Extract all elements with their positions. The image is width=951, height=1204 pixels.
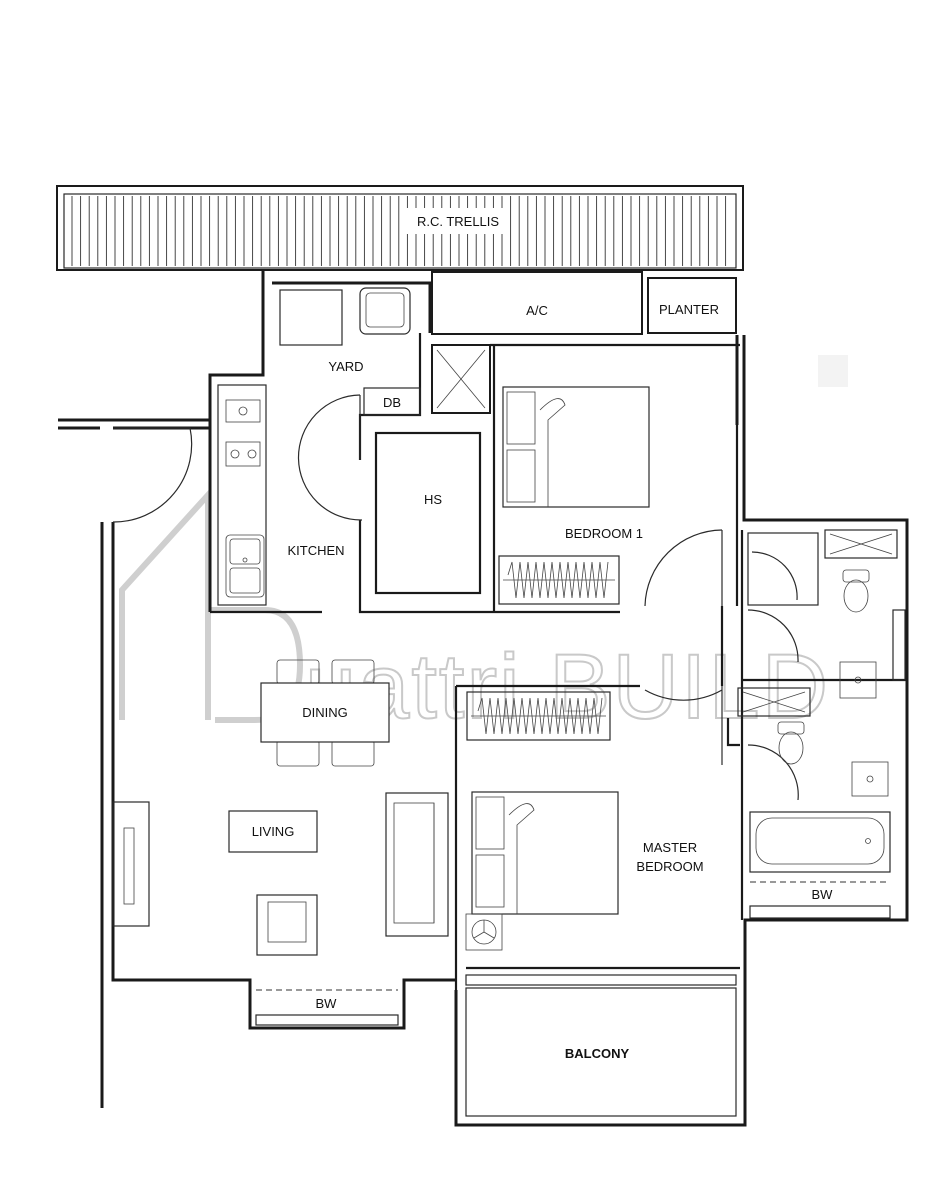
trellis: R.C. TRELLIS	[56, 185, 744, 271]
toilet-icon	[777, 721, 805, 765]
armchair-icon	[256, 894, 318, 956]
living-bw-label: BW	[316, 996, 338, 1011]
master-bedroom: MASTER BEDROOM	[465, 691, 704, 951]
bathtub-icon	[749, 811, 891, 873]
basin-icon	[851, 761, 889, 797]
sink-icon	[225, 534, 265, 598]
ac-label: A/C	[526, 303, 548, 318]
living: LIVING	[112, 792, 449, 956]
hs-label: HS	[424, 492, 442, 507]
shower-icon	[737, 687, 811, 717]
planter-label: PLANTER	[659, 302, 719, 317]
exterior-walls	[58, 270, 909, 1127]
master-label-2: BEDROOM	[636, 859, 703, 874]
kitchen: KITCHEN	[217, 384, 345, 606]
trellis-slats	[71, 196, 727, 266]
master-bathroom: BW	[737, 687, 891, 919]
dining: DINING	[260, 659, 390, 767]
bedroom-1: BEDROOM 1	[498, 386, 650, 605]
yard-label: YARD	[328, 359, 363, 374]
household-shelter: HS	[374, 431, 482, 595]
db: DB	[363, 387, 421, 416]
shaft	[431, 344, 491, 414]
balcony: BALCONY	[465, 974, 737, 1117]
wardrobe-icon	[466, 691, 611, 741]
toilet-icon	[842, 569, 870, 613]
master-door	[644, 689, 723, 701]
dining-label: DINING	[302, 705, 348, 720]
bed-icon	[502, 386, 650, 508]
planter: PLANTER	[647, 277, 737, 334]
ac-ledge: A/C	[431, 271, 643, 335]
trellis-label: R.C. TRELLIS	[417, 214, 499, 229]
common-bath-door	[747, 609, 799, 663]
fan-icon	[465, 913, 503, 951]
common-bathroom	[747, 529, 906, 699]
yard-door	[297, 394, 363, 521]
bath-bw-label: BW	[812, 887, 834, 902]
hob-icon	[225, 399, 261, 467]
bedroom-1-label: BEDROOM 1	[565, 526, 643, 541]
bedroom-1-door	[644, 529, 723, 607]
master-label-1: MASTER	[643, 840, 697, 855]
shower-icon	[824, 529, 898, 559]
entrance-door	[112, 427, 193, 523]
sofa-icon	[385, 792, 449, 937]
bed-icon	[471, 791, 619, 915]
bath-cabinet-door	[751, 551, 798, 601]
tv-console	[112, 801, 150, 927]
db-label: DB	[383, 395, 401, 410]
washing-machine-icon	[359, 287, 411, 335]
wardrobe-icon	[498, 555, 620, 605]
doors	[112, 394, 799, 801]
kitchen-label: KITCHEN	[287, 543, 344, 558]
basin-icon	[839, 661, 877, 699]
balcony-label: BALCONY	[565, 1046, 630, 1061]
living-label: LIVING	[252, 824, 295, 839]
dining-table	[260, 682, 390, 743]
living-bay-window: BW	[255, 989, 399, 1026]
yard: YARD	[279, 287, 411, 374]
interior-walls	[210, 333, 907, 998]
master-bath-door	[747, 744, 799, 801]
watermark: uattri BUILD	[119, 487, 829, 739]
